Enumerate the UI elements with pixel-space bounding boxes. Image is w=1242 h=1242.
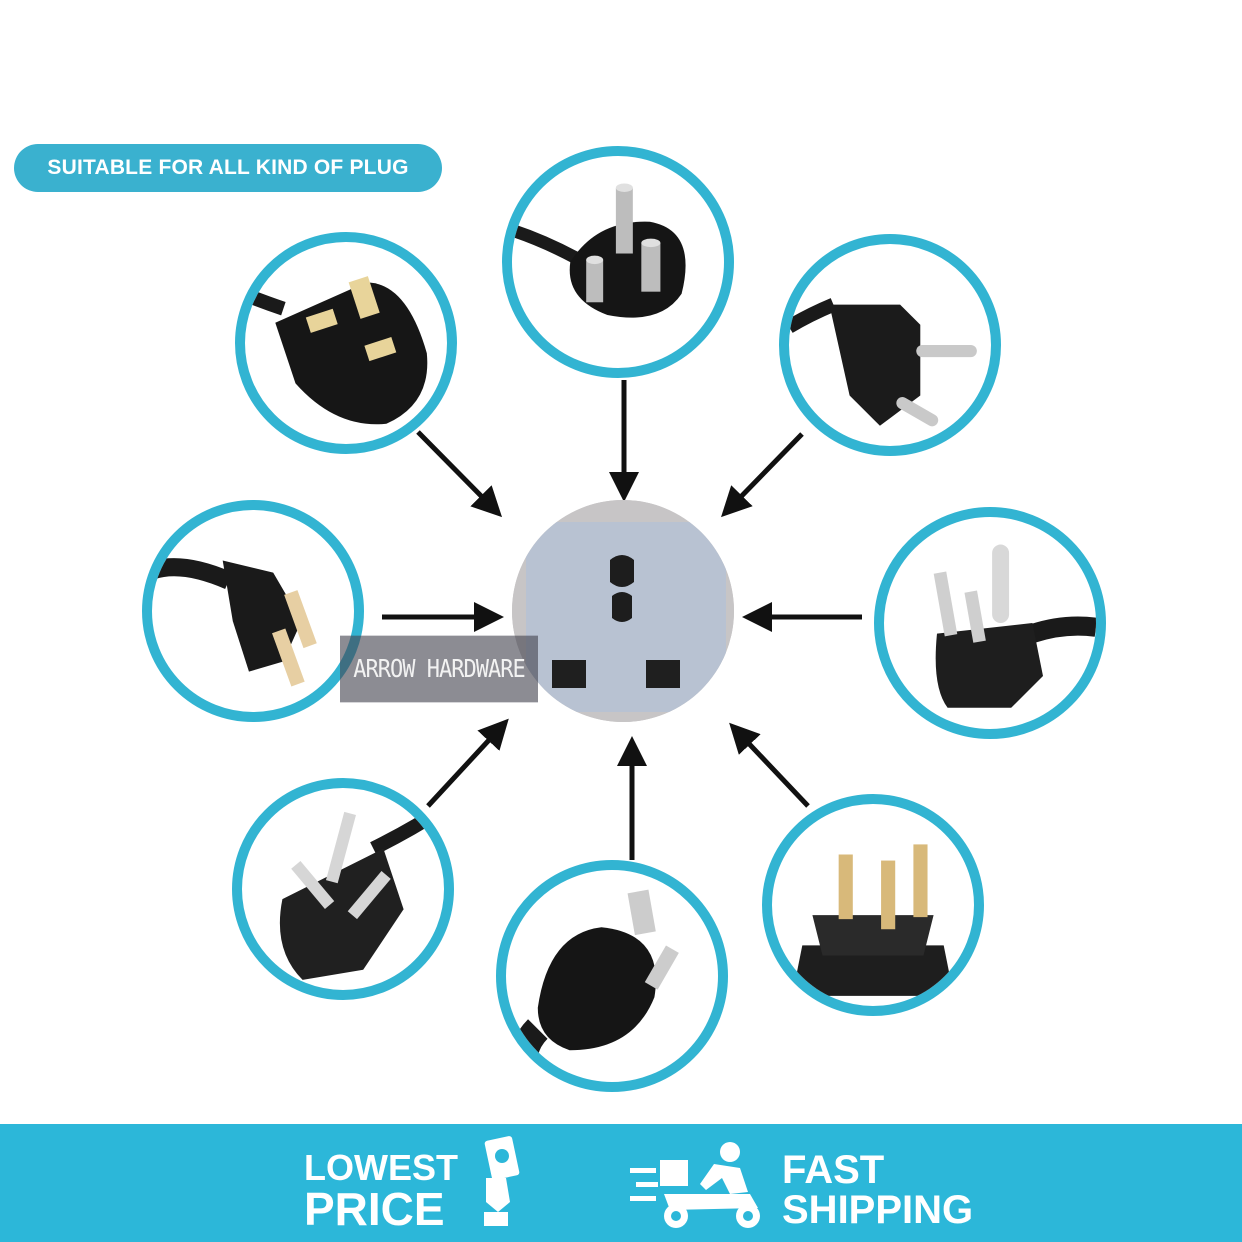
delivery-scooter-icon — [630, 1142, 760, 1228]
hand-holding-cash-icon — [484, 1136, 520, 1226]
swiss-plug-circle — [762, 794, 984, 1016]
euro-type-c-plug-icon — [789, 298, 977, 427]
watermark: ARROW HARDWARE — [340, 635, 538, 703]
lowest-price-line2: PRICE — [304, 1183, 445, 1235]
australia-plug-circle — [496, 860, 728, 1092]
swiss-type-j-plug-icon — [792, 844, 954, 996]
us-type-b-plug-icon — [933, 544, 1096, 708]
india-type-d-plug-icon — [512, 183, 686, 318]
fast-shipping-line1: FAST — [782, 1148, 885, 1192]
arrow-swiss — [729, 722, 810, 808]
china-plug-circle — [232, 778, 454, 1000]
china-type-i-plug-icon — [279, 802, 444, 980]
india-plug-circle — [502, 146, 734, 378]
fast-shipping-text: FAST SHIPPING — [782, 1150, 973, 1230]
suitable-badge: SUITABLE FOR ALL KIND OF PLUG — [14, 144, 442, 192]
australia-type-i-plug-icon — [509, 889, 679, 1082]
euro-plug-circle — [779, 234, 1001, 456]
us-3pin-plug-circle — [874, 507, 1106, 739]
uk-plug-circle — [235, 232, 457, 454]
lowest-price-line1: LOWEST — [304, 1147, 458, 1188]
lowest-price-text: LOWEST PRICE — [304, 1147, 458, 1235]
footer-bar: LOWEST PRICE FAST SHIPPING — [0, 1124, 1242, 1242]
us-type-a-plug-icon — [152, 558, 317, 687]
universal-socket-icon — [512, 500, 734, 722]
uk-type-g-plug-icon — [245, 276, 428, 425]
us-2pin-plug-circle — [142, 500, 364, 722]
universal-socket — [512, 500, 734, 722]
fast-shipping-line2: SHIPPING — [782, 1188, 974, 1232]
